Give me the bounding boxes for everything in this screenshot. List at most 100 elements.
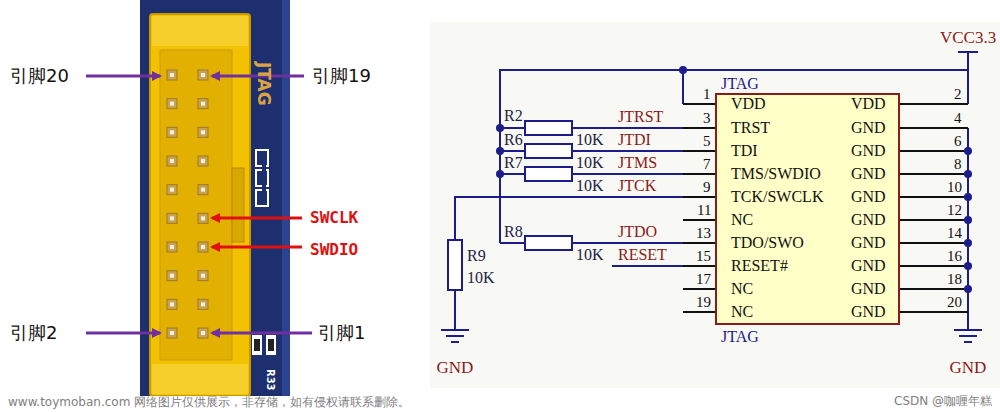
pin-name: TDO/SWO: [731, 234, 804, 252]
part-value: 10K: [576, 177, 604, 195]
schematic-wires: [954, 330, 982, 342]
header-pin: [170, 73, 174, 77]
header-pin: [201, 331, 205, 335]
pin-name: TDI: [731, 142, 758, 160]
header-pin: [167, 328, 177, 338]
header-pin: [167, 242, 177, 252]
junction-dots: [496, 66, 972, 293]
pin-name: NC: [731, 211, 753, 229]
pin-name: GND: [851, 234, 886, 252]
part-name: R9: [467, 247, 486, 265]
ground-label: GND: [437, 358, 474, 378]
part-name: R2: [504, 107, 523, 125]
signal-name: JTDO: [618, 223, 657, 241]
junction-dots: [496, 147, 504, 155]
silkscreen-text: JTAG: [253, 62, 273, 106]
ground-label: GND: [950, 358, 987, 378]
pin-name: NC: [731, 280, 753, 298]
callout-arrows: [86, 76, 312, 333]
junction-dots: [496, 170, 504, 178]
junction-dots: [964, 147, 972, 155]
header-pin: [201, 302, 205, 306]
pin-number: 4: [954, 110, 962, 127]
pin-name: GND: [851, 303, 886, 321]
pin-number: 15: [696, 248, 711, 265]
header-pin: [167, 213, 177, 223]
part-heading: JTAG: [721, 75, 759, 93]
pin-callout: 引脚20: [10, 66, 69, 87]
power-label: VCC3.3: [940, 28, 996, 48]
callout-arrows: [212, 217, 302, 220]
pin-callout: 引脚2: [10, 323, 57, 344]
junction-dots: [964, 285, 972, 293]
junction-dots: [964, 193, 972, 201]
pin-name: GND: [851, 119, 886, 137]
pin-name: TCK/SWCLK: [731, 188, 823, 206]
pcb-photo: [152, 364, 248, 394]
schematic-ground: [430, 22, 1000, 388]
pin-number: 19: [696, 294, 711, 311]
silkscreen-text: R33: [264, 369, 276, 391]
junction-dots: [964, 216, 972, 224]
pcb-photo: [140, 0, 290, 396]
pin-number: 20: [947, 294, 962, 311]
header-pin: [198, 127, 208, 137]
pcb-photo: [254, 339, 260, 351]
signal-name: JTDI: [618, 131, 651, 149]
header-pin: [201, 102, 205, 106]
pcb-photo: [262, 152, 266, 204]
header-pin: [198, 328, 208, 338]
pin-name: VDD: [851, 95, 886, 113]
header-pin: [198, 242, 208, 252]
part-name: R7: [504, 154, 523, 172]
header-pin: [167, 185, 177, 195]
pin-number: 1: [703, 86, 711, 103]
pin-name: GND: [851, 188, 886, 206]
schematic-wires: [682, 70, 684, 104]
callout-arrows: [86, 75, 160, 78]
header-pin: [201, 216, 205, 220]
pin-number: 7: [703, 156, 711, 173]
part-name: R8: [504, 223, 523, 241]
signal-callout: SWDIO: [310, 241, 358, 259]
header-pin: [201, 130, 205, 134]
header-pin: [170, 159, 174, 163]
pcb-photo: [252, 335, 262, 355]
header-pins: [167, 70, 208, 338]
header-pin: [167, 127, 177, 137]
header-pin: [170, 102, 174, 106]
callout-arrows: [86, 332, 160, 335]
pin-name: VDD: [731, 95, 766, 113]
header-pin: [167, 271, 177, 281]
header-pin: [201, 188, 205, 192]
pin-name: GND: [851, 257, 886, 275]
resistor-symbols: [448, 240, 462, 290]
pin-number: 10: [947, 179, 962, 196]
junction-dots: [964, 262, 972, 270]
header-pin: [198, 185, 208, 195]
pcb-photo: [266, 335, 276, 355]
schematic-wires: [967, 128, 969, 330]
pin-name: GND: [851, 211, 886, 229]
watermark: www.toymoban.com 网络图片仅供展示，非存储，如有侵权请联系删除。: [6, 396, 412, 410]
header-pin: [198, 213, 208, 223]
pin-number: 2: [954, 86, 962, 103]
header-pin: [167, 99, 177, 109]
header-pin: [198, 99, 208, 109]
pin-name: NC: [731, 303, 753, 321]
part-name: R6: [504, 131, 523, 149]
schematic-wires: [958, 51, 978, 53]
pcb-photo: [282, 0, 290, 396]
pcb-photo: [268, 339, 274, 351]
header-pin: [170, 302, 174, 306]
connector-symbol: JTAGVDDVDDTRSTGNDTDIGNDTMS/SWDIOGNDTCK/S…: [715, 93, 900, 325]
header-pin: [198, 70, 208, 80]
pin-name: GND: [851, 165, 886, 183]
junction-dots: [964, 170, 972, 178]
header-pin: [167, 156, 177, 166]
pin-name: GND: [851, 280, 886, 298]
resistor-symbols: [525, 167, 572, 181]
pin-name: TMS/SWDIO: [731, 165, 821, 183]
schematic-wires: [441, 52, 982, 342]
pin-lines: [683, 104, 715, 312]
